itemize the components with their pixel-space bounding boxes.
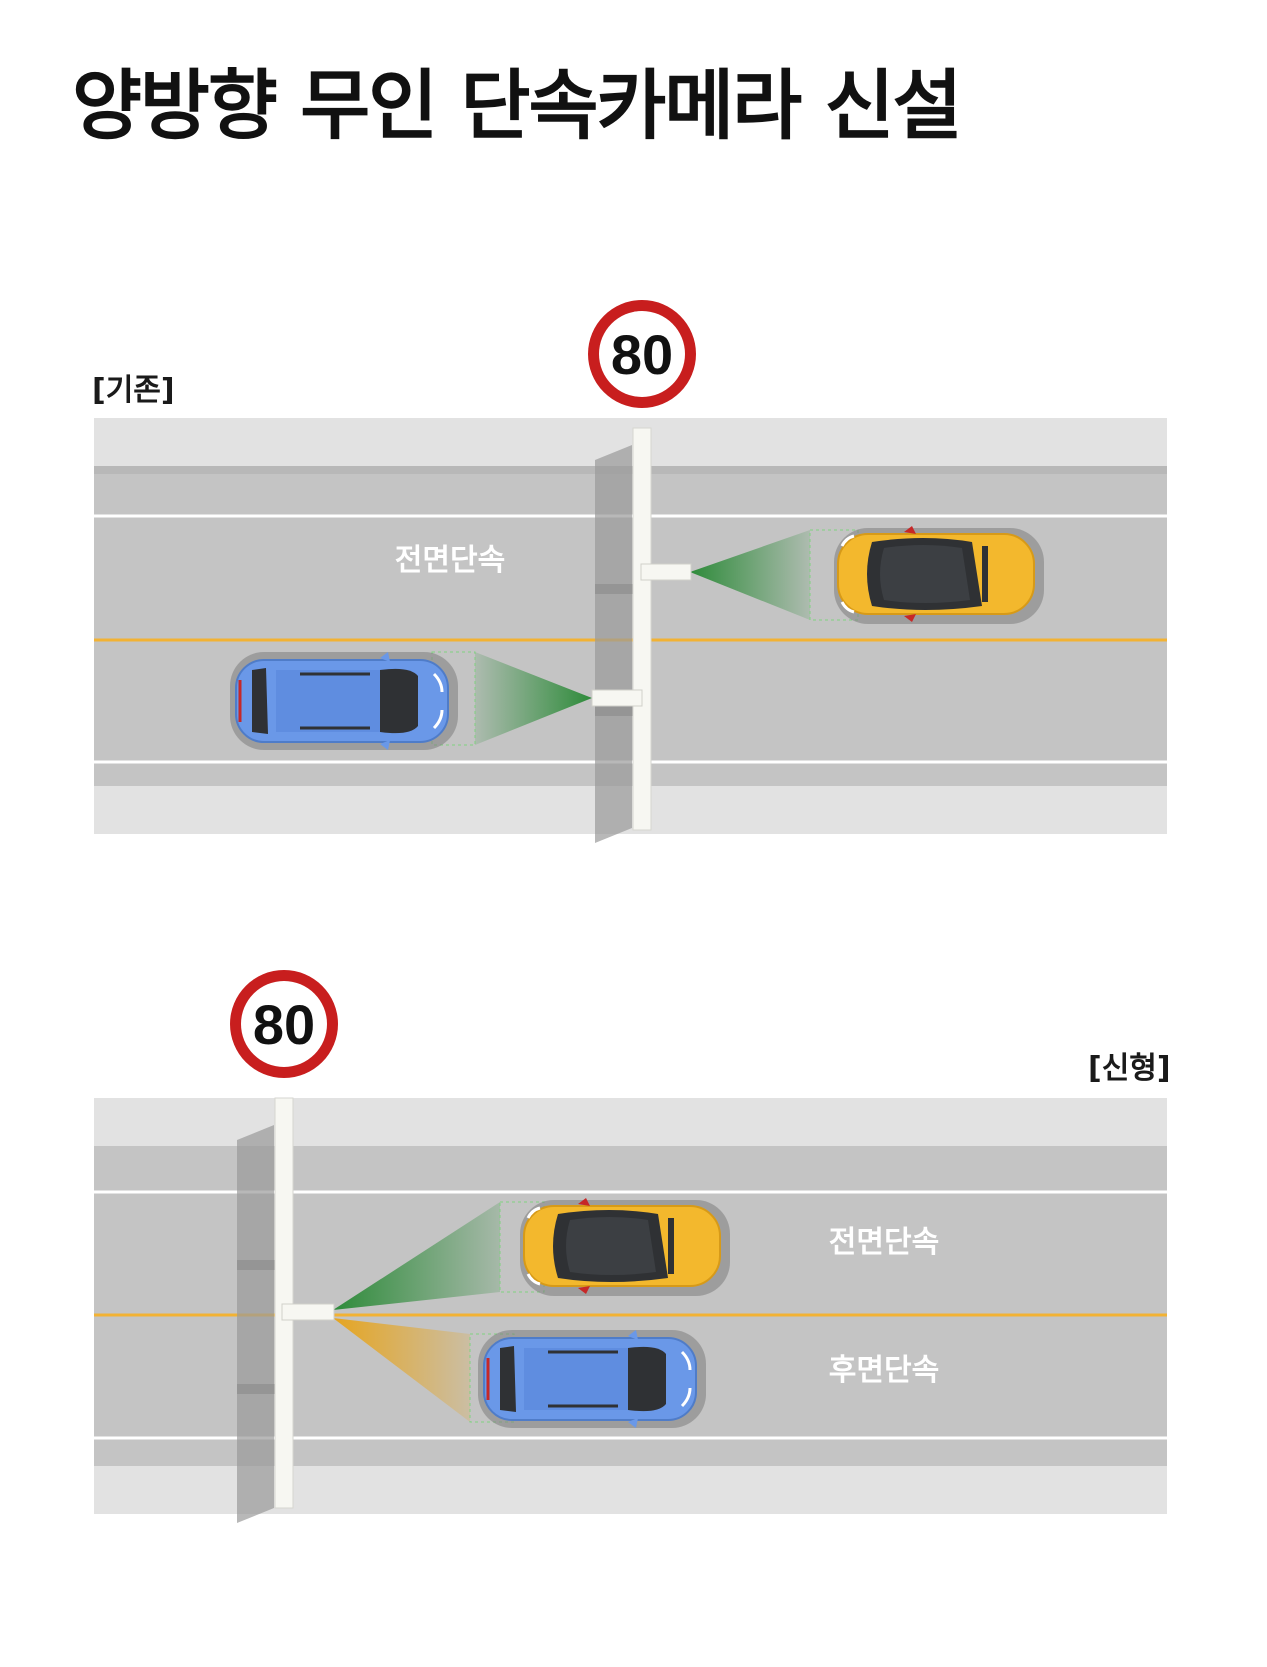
camera-pole <box>632 427 652 831</box>
page-title: 양방향 무인 단속카메라 신설 <box>72 61 962 150</box>
diagram-new: 전면단속 후면단속 80 <box>94 970 1167 1523</box>
pole-shadow-arm <box>595 584 635 594</box>
car-yellow <box>834 526 1044 624</box>
pole-shadow <box>595 445 632 843</box>
speed-limit-sign: 80 <box>230 970 338 1078</box>
pole-shadow <box>237 1125 274 1523</box>
diagram-old: 전면단속 80 <box>94 300 1167 843</box>
zone-label-front: 전면단속 <box>395 543 505 578</box>
pole-shadow-arm <box>237 1260 277 1270</box>
car-blue <box>230 652 458 750</box>
camera-beam-front <box>333 1202 500 1310</box>
speed-limit-value: 80 <box>611 323 673 386</box>
section-label-new: [신형] <box>1088 1051 1171 1086</box>
pole-shadow-arm <box>595 706 635 716</box>
camera-pole <box>274 1097 294 1509</box>
camera-arm <box>281 1303 335 1321</box>
camera-beam-rear <box>333 1318 470 1422</box>
pole-shadow-arm <box>237 1384 277 1394</box>
car-blue <box>478 1330 706 1428</box>
speed-limit-sign: 80 <box>588 300 696 408</box>
zone-label-front: 전면단속 <box>829 1225 939 1260</box>
camera-beam-front-right <box>690 530 810 620</box>
camera-beam-front-left <box>475 652 592 745</box>
section-label-old: [기존] <box>92 373 175 408</box>
zone-label-rear: 후면단속 <box>829 1353 939 1388</box>
speed-limit-value: 80 <box>253 993 315 1056</box>
detection-zone <box>431 651 476 746</box>
camera-arm-lower <box>591 689 643 707</box>
car-yellow <box>520 1198 730 1296</box>
camera-arm-upper <box>640 563 692 581</box>
detection-zone <box>499 1201 545 1293</box>
